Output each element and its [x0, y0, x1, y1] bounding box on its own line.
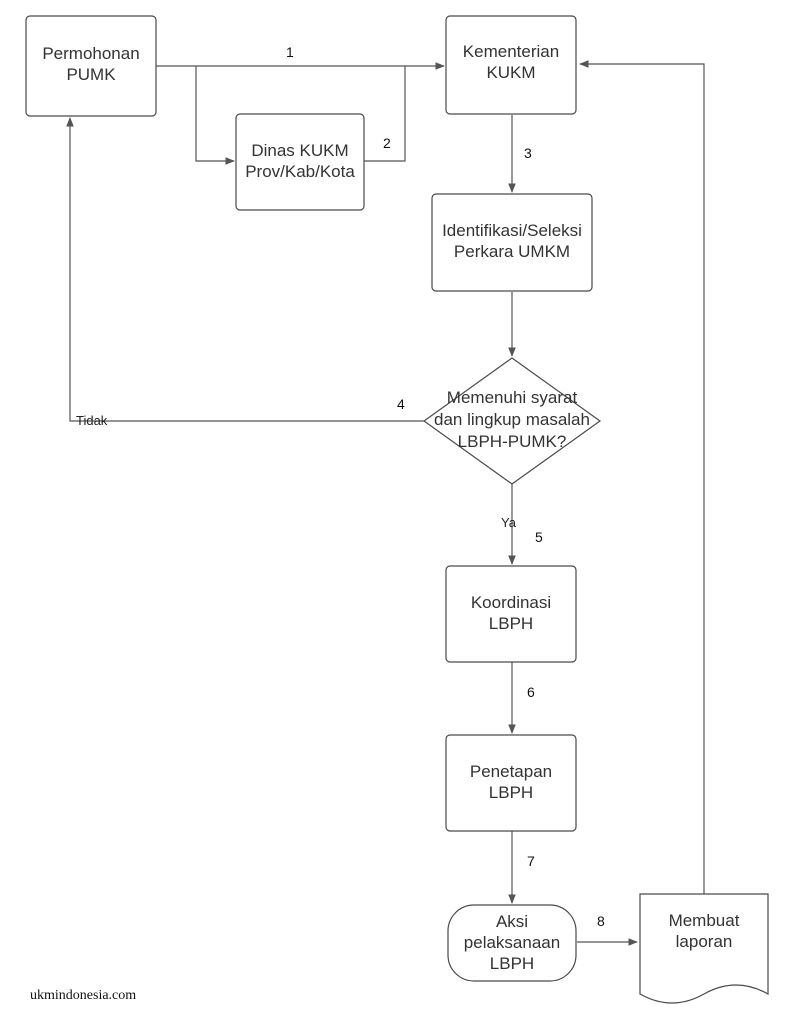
node-aksi-line-2: pelaksanaan: [464, 933, 560, 952]
step-label-2: 2: [383, 135, 391, 151]
step-label-8: 8: [597, 913, 605, 929]
node-dinas-line-1: Dinas KUKM: [251, 141, 348, 160]
node-permohonan-line-1: Permohonan: [42, 44, 139, 63]
step-label-3: 3: [524, 145, 532, 161]
node-kementerian-line-1: Kementerian: [463, 42, 559, 61]
node-kementerian: Kementerian KUKM: [445, 15, 577, 115]
node-decision: Memenuhi syarat dan lingkup masalah LBPH…: [422, 357, 602, 485]
branch-label-yes: Ya: [501, 515, 517, 530]
node-decision-line-2: dan lingkup masalah: [434, 410, 590, 429]
node-laporan-line-1: Membuat: [669, 911, 740, 930]
step-label-7: 7: [527, 853, 535, 869]
step-label-1: 1: [286, 44, 294, 60]
step-label-5: 5: [535, 529, 543, 545]
node-kementerian-line-2: KUKM: [486, 63, 535, 82]
watermark-text: ukmindonesia.com: [30, 988, 136, 1003]
edge-permohonan-to-dinas: [195, 66, 235, 165]
step-label-4: 4: [397, 396, 405, 412]
step-label-6: 6: [527, 684, 535, 700]
node-permohonan: Permohonan PUMK: [25, 15, 157, 117]
node-penetapan-line-2: LBPH: [489, 783, 533, 802]
node-dinas-line-2: Prov/Kab/Kota: [245, 162, 355, 181]
node-dinas: Dinas KUKM Prov/Kab/Kota: [235, 113, 365, 211]
node-identifikasi-line-2: Perkara UMKM: [454, 242, 570, 261]
edge-decision-no-to-permohonan: [66, 117, 424, 422]
edge-laporan-to-kementerian: [579, 60, 705, 894]
node-decision-line-1: Memenuhi syarat: [447, 388, 578, 407]
node-identifikasi-line-1: Identifikasi/Seleksi: [442, 221, 582, 240]
node-koordinasi-line-1: Koordinasi: [471, 593, 551, 612]
node-aksi: Aksi pelaksanaan LBPH: [447, 904, 577, 982]
node-koordinasi-line-2: LBPH: [489, 614, 533, 633]
branch-label-no: Tidak: [76, 413, 108, 428]
node-permohonan-line-2: PUMK: [66, 65, 116, 84]
node-decision-line-3: LBPH-PUMK?: [458, 432, 567, 451]
node-laporan-line-2: laporan: [676, 932, 733, 951]
node-identifikasi: Identifikasi/Seleksi Perkara UMKM: [431, 193, 593, 292]
node-aksi-line-3: LBPH: [490, 954, 534, 973]
node-penetapan-line-1: Penetapan: [470, 762, 552, 781]
node-aksi-line-1: Aksi: [496, 912, 528, 931]
node-koordinasi: Koordinasi LBPH: [445, 565, 577, 663]
edge-dinas-to-kementerian: [364, 66, 406, 162]
node-penetapan: Penetapan LBPH: [445, 734, 577, 832]
node-laporan: Membuat laporan: [639, 893, 769, 1004]
